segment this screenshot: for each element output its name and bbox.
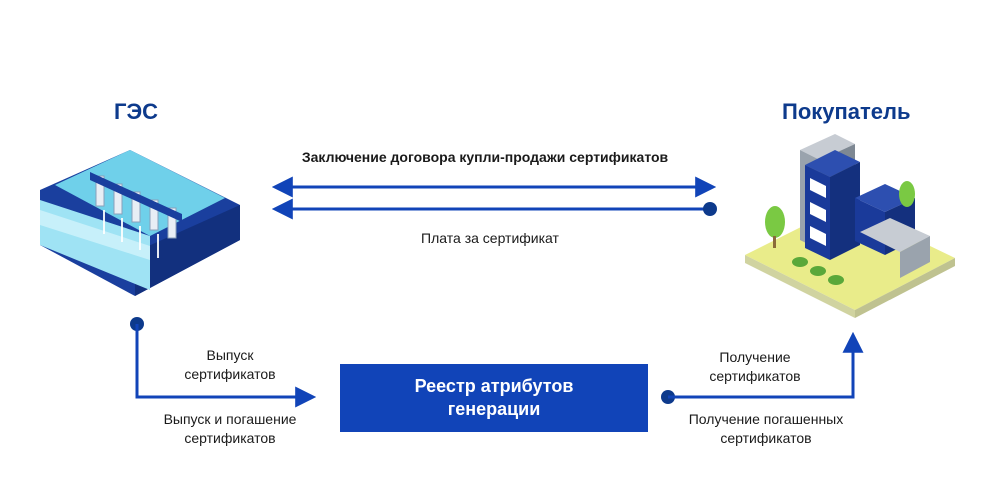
issue-redeem-label-line2: сертификатов: [184, 429, 276, 446]
ges-title: ГЭС: [114, 99, 159, 124]
issue-label: Выпуск сертификатов: [150, 346, 310, 384]
receive-redeemed-label: Получение погашенных сертификатов: [668, 410, 864, 448]
receive-label-line2: сертификатов: [709, 367, 801, 384]
issue-label-line2: сертификатов: [184, 365, 276, 382]
registry-box: Реестр атрибутов генерации: [340, 364, 648, 432]
payment-start-dot: [703, 202, 717, 216]
receive-arrow: [668, 331, 864, 399]
contract-label: Заключение договора купли-продажи сертиф…: [301, 149, 669, 165]
receive-label-line1: Получение: [719, 349, 791, 365]
issue-arrow: [135, 324, 317, 408]
issue-label-line1: Выпуск: [206, 347, 254, 363]
receive-label: Получение сертификатов: [680, 348, 830, 386]
receive-redeemed-label-line2: сертификатов: [720, 429, 812, 446]
receive-redeemed-label-line1: Получение погашенных: [688, 411, 844, 427]
buyer-title: Покупатель: [782, 99, 911, 124]
registry-label-line2: генерации: [447, 399, 541, 419]
issue-redeem-label: Выпуск и погашение сертификатов: [135, 410, 325, 448]
registry-label-line1: Реестр атрибутов: [414, 375, 574, 396]
issue-redeem-label-line1: Выпуск и погашение: [163, 411, 297, 427]
payment-label: Плата за сертификат: [421, 230, 559, 246]
